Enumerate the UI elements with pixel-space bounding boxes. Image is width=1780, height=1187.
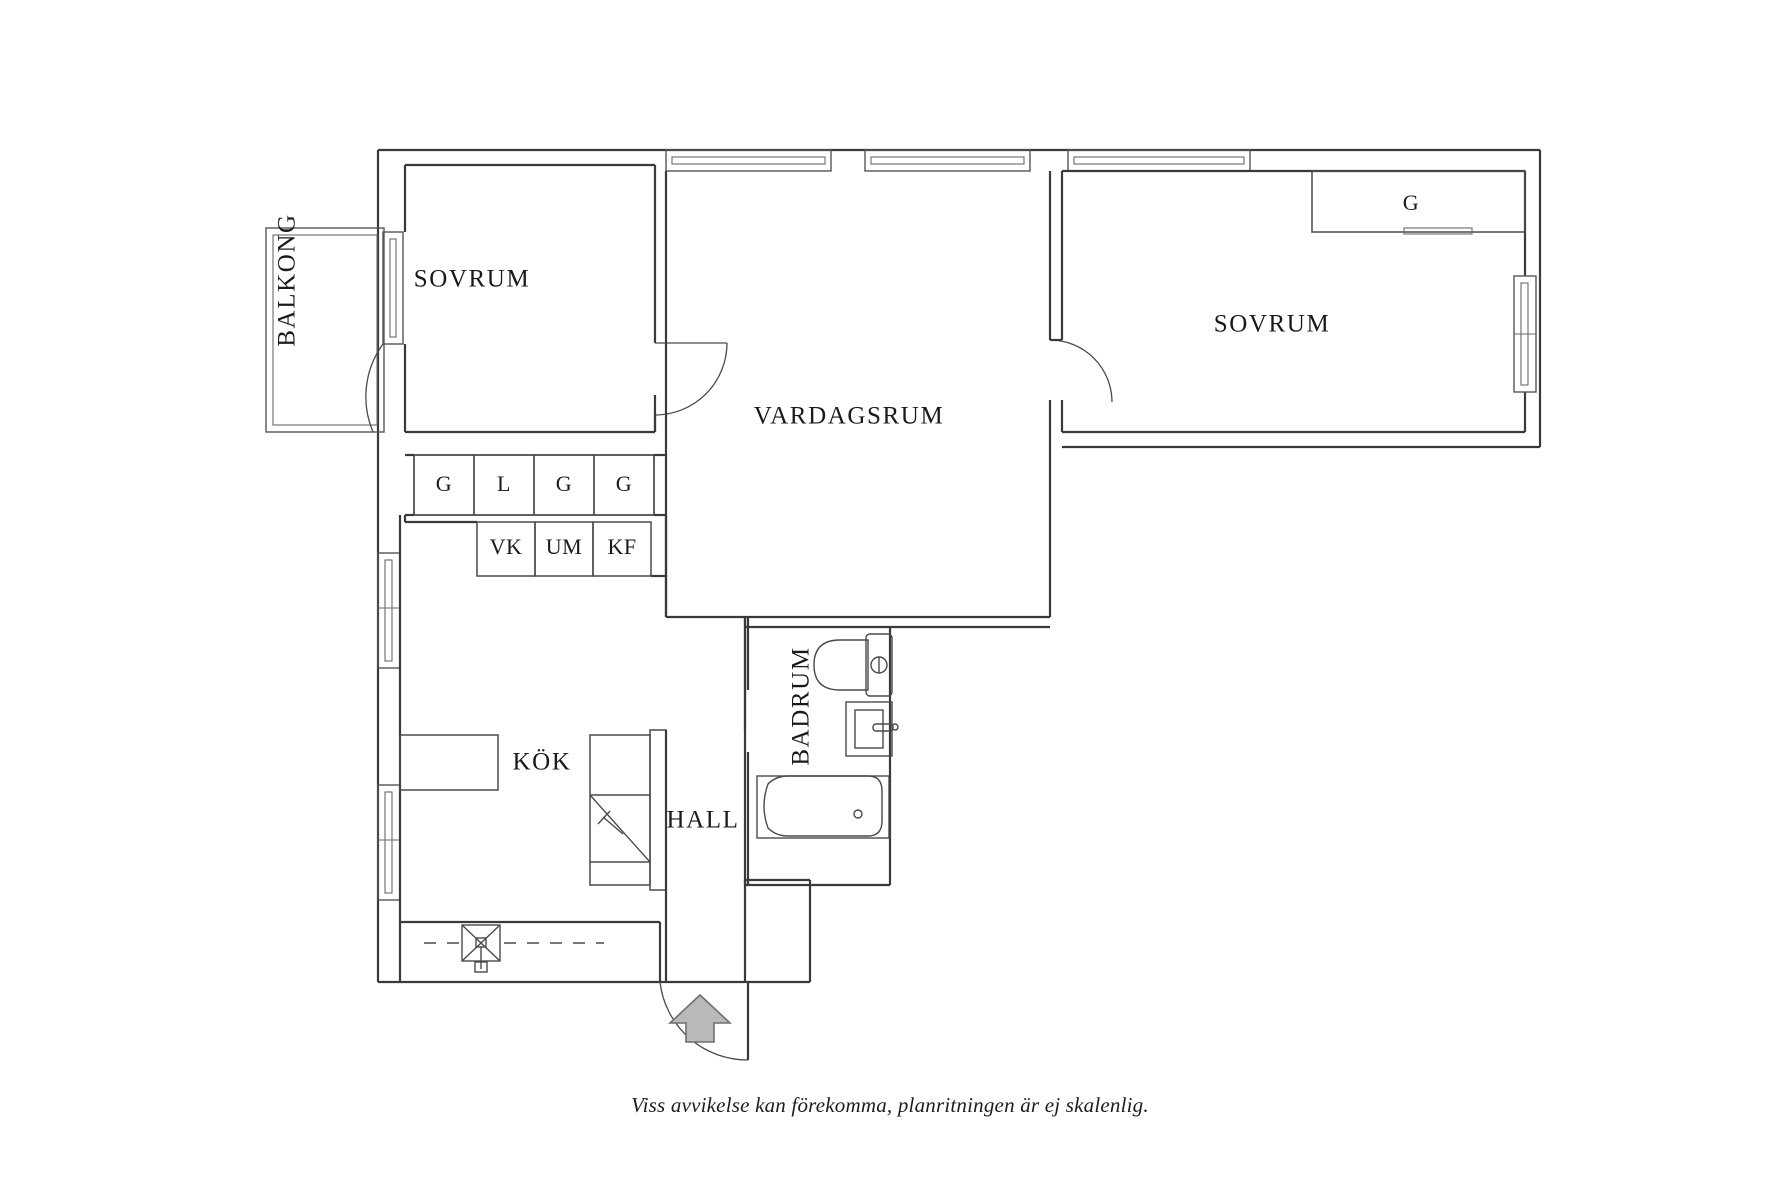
window-west-1 [377, 552, 401, 669]
interior-stubs [666, 615, 747, 730]
window-north-1 [665, 149, 832, 172]
cabinet-label-2: G [556, 471, 572, 496]
cabinet-row-upper: G L G G [405, 453, 666, 517]
bathroom-toilet [813, 633, 893, 697]
stove-hatch-cross [597, 810, 611, 825]
cabinet-label-0: G [436, 471, 452, 496]
cabinet-group-bedroom-ne: G [1311, 170, 1526, 235]
stove-side-panel [649, 729, 667, 891]
room-sovrum-nw-walls [403, 163, 657, 434]
stove-hatch-stem [602, 816, 624, 835]
window-north-1-frame [665, 149, 832, 172]
toilet-bowl [813, 639, 869, 691]
sink-basin [854, 709, 884, 749]
balcony-outline [265, 227, 385, 433]
bathtub-outer [756, 775, 890, 839]
room-label-balkong: BALKONG [274, 213, 301, 346]
room-sovrum-ne-walls [1060, 169, 1527, 434]
kitchen-stove-unit [589, 729, 667, 891]
window-north-2 [864, 149, 1031, 172]
door-sovrum-ne [1049, 338, 1113, 403]
cabinet-label-3: G [616, 471, 632, 496]
plan-disclaimer-caption: Viss avvikelse kan förekomma, planritnin… [631, 1093, 1149, 1117]
kitchen-counter [399, 734, 499, 791]
ceiling-fixture-cross [461, 924, 501, 962]
cabinet-row-lower: VK UM KF [403, 515, 668, 617]
window-west-2 [377, 784, 401, 901]
balcony-door-opening [365, 231, 404, 433]
balcony-door-leaf [389, 238, 397, 338]
sink-faucet [872, 723, 894, 732]
cabinet-ne-g-handle [1403, 227, 1473, 235]
room-label-kok: KÖK [513, 749, 572, 776]
window-north-3 [1067, 149, 1251, 172]
bathtub-drain [853, 809, 863, 819]
room-label-sovrum-nw: SOVRUM [414, 266, 531, 293]
cabinet-row-upper-outline [413, 454, 655, 516]
window-west-2-glass [384, 791, 393, 894]
room-label-hall: HALL [666, 807, 739, 834]
room-label-sovrum-ne: SOVRUM [1214, 311, 1331, 338]
cabinet-label-um: UM [546, 534, 582, 559]
room-hall-walls [664, 730, 810, 982]
bathroom-bathtub [756, 775, 890, 839]
bathtub-inner [763, 775, 883, 837]
door-sovrum-ne-swing [1049, 339, 1113, 403]
toilet-cistern [865, 633, 893, 697]
cabinet-label-1: L [497, 471, 511, 496]
balcony-door-swing [365, 343, 384, 433]
sink-faucet-knob [891, 723, 899, 731]
window-north-2-frame [864, 149, 1031, 172]
cabinet-cell-kf [592, 521, 652, 577]
cabinet-label-vk: VK [490, 534, 523, 559]
window-west-1-glass [384, 559, 393, 662]
kitchen-ceiling-fixture [424, 924, 604, 973]
cabinet-ne-g-box [1311, 170, 1526, 233]
kitchen-counter-box [399, 734, 499, 791]
window-north-1-glass [671, 156, 826, 165]
bathroom-sink [845, 701, 899, 757]
window-west-1-frame [377, 552, 401, 669]
balcony-inner-rect [272, 234, 378, 426]
window-north-3-frame [1067, 149, 1251, 172]
entrance-door [659, 981, 750, 1061]
balcony-door-frame [382, 231, 404, 345]
balcony-outer-rect [265, 227, 385, 433]
cabinet-label-ne-g: G [1403, 190, 1419, 215]
stove-diagonal [589, 794, 651, 863]
entry-direction-arrow-icon [667, 993, 733, 1043]
window-west-2-frame [377, 784, 401, 901]
window-east-1 [1513, 275, 1537, 393]
ceiling-fixture-base [474, 961, 488, 973]
room-label-vardagsrum: VARDAGSRUM [754, 403, 945, 430]
room-vardagsrum-walls [664, 171, 1052, 619]
room-label-badrum: BADRUM [788, 646, 815, 765]
outer-walls [376, 148, 1542, 984]
door-sovrum-nw-swing [654, 342, 728, 416]
window-north-3-glass [1073, 156, 1245, 165]
window-north-2-glass [870, 156, 1025, 165]
cabinet-label-kf: KF [607, 534, 636, 559]
